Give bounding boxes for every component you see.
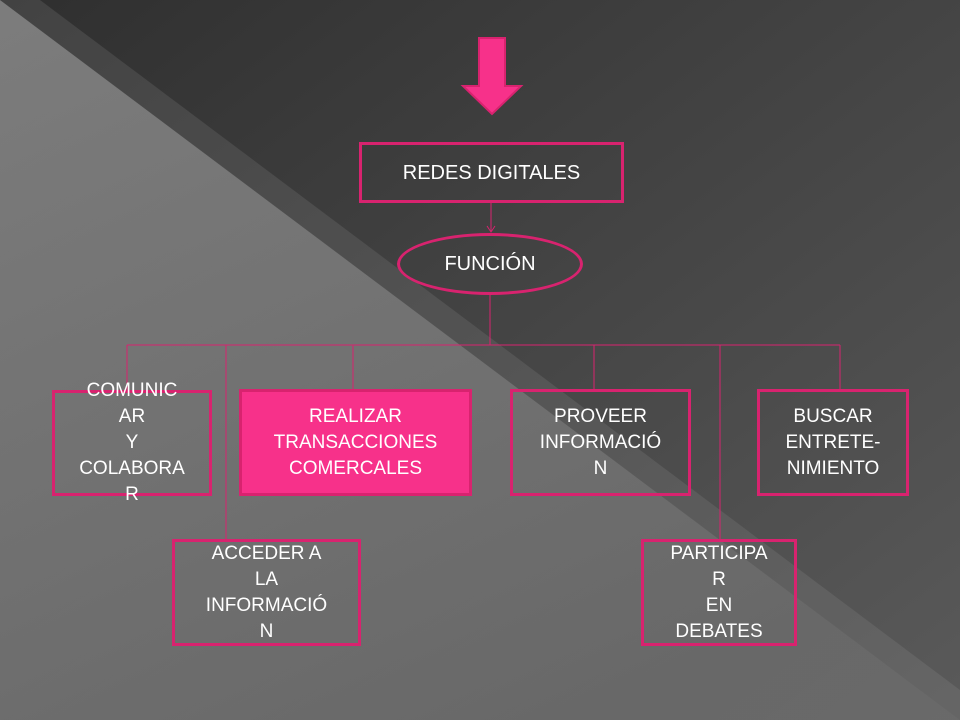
down-arrow-icon xyxy=(460,37,524,116)
node-label: COMUNIC AR Y COLABORA R xyxy=(79,380,185,505)
node-comunicar-colaborar: COMUNIC AR Y COLABORA R xyxy=(52,380,212,505)
node-label: PARTICIPA R EN DEBATES xyxy=(670,542,768,642)
node-proveer-informacion: PROVEER INFORMACIÓ N xyxy=(510,389,691,496)
function-label: FUNCIÓN xyxy=(444,253,536,275)
node-buscar-entretenimiento: BUSCAR ENTRETE- NIMIENTO xyxy=(757,389,909,496)
node-label: PROVEER INFORMACIÓ N xyxy=(539,405,662,479)
node-participar-debates: PARTICIPA R EN DEBATES xyxy=(641,539,797,646)
node-label: ACCEDER A LA INFORMACIÓ N xyxy=(205,542,328,642)
root-node-redes-digitales: REDES DIGITALES xyxy=(359,142,624,203)
function-ellipse: FUNCIÓN xyxy=(397,233,583,295)
node-label: REALIZAR TRANSACCIONES COMERCALES xyxy=(273,405,438,479)
node-realizar-transacciones: REALIZAR TRANSACCIONES COMERCALES xyxy=(239,389,472,496)
root-label: REDES DIGITALES xyxy=(402,161,581,184)
node-acceder-informacion: ACCEDER A LA INFORMACIÓ N xyxy=(172,539,361,646)
node-label: BUSCAR ENTRETE- NIMIENTO xyxy=(785,405,881,479)
